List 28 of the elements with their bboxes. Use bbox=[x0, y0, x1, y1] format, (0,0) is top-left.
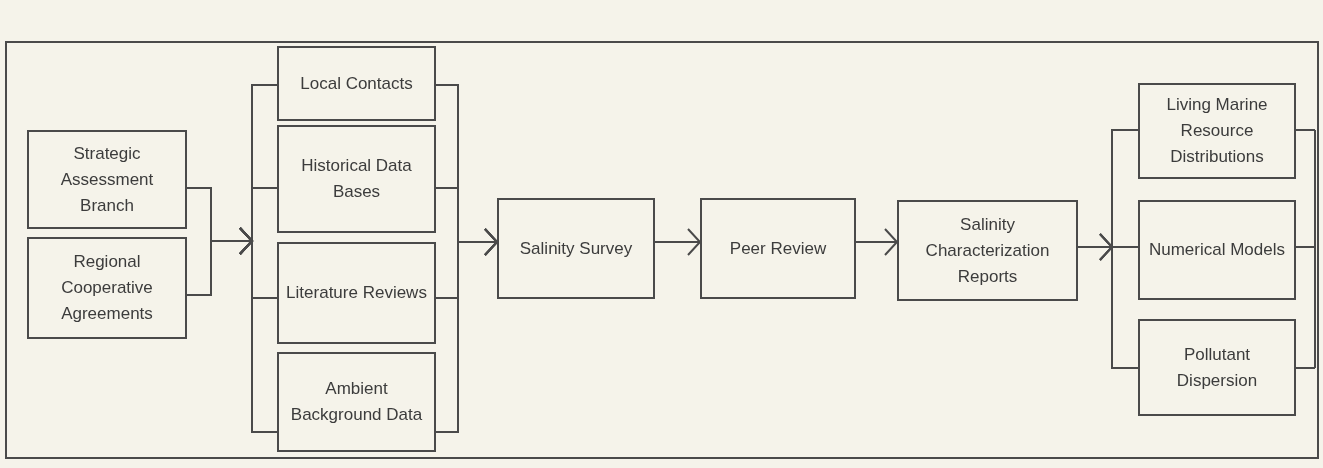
box-label: Literature Reviews bbox=[285, 282, 428, 304]
process-box bbox=[27, 130, 187, 229]
box-label: Living Marine Resource Distributions bbox=[1165, 94, 1269, 168]
arrow bbox=[435, 228, 499, 433]
arrow bbox=[654, 228, 702, 256]
box-label: Peer Review bbox=[728, 237, 828, 260]
process-box bbox=[497, 198, 655, 299]
process-box bbox=[1138, 200, 1296, 300]
box-label: Numerical Models bbox=[1147, 239, 1286, 261]
process-box bbox=[27, 237, 187, 339]
arrow bbox=[1077, 233, 1139, 369]
process-box bbox=[1138, 83, 1296, 179]
box-label: Regional Cooperative Agreements bbox=[60, 251, 154, 325]
box-label: Pollutant Dispersion bbox=[1175, 343, 1259, 392]
box-label: Strategic Assessment Branch bbox=[59, 142, 155, 217]
box-label: Local Contacts bbox=[299, 72, 414, 95]
process-box bbox=[1138, 319, 1296, 416]
process-box bbox=[700, 198, 856, 299]
arrow bbox=[855, 228, 899, 256]
box-label: Salinity Survey bbox=[518, 237, 634, 260]
process-box bbox=[897, 200, 1078, 301]
box-label: Salinity Characterization Reports bbox=[924, 213, 1051, 288]
process-box bbox=[277, 125, 436, 233]
process-box bbox=[277, 352, 436, 452]
box-label: Historical Data Bases bbox=[300, 155, 413, 203]
process-box bbox=[277, 242, 436, 344]
box-label: Ambient Background Data bbox=[289, 378, 424, 426]
process-box bbox=[277, 46, 436, 121]
